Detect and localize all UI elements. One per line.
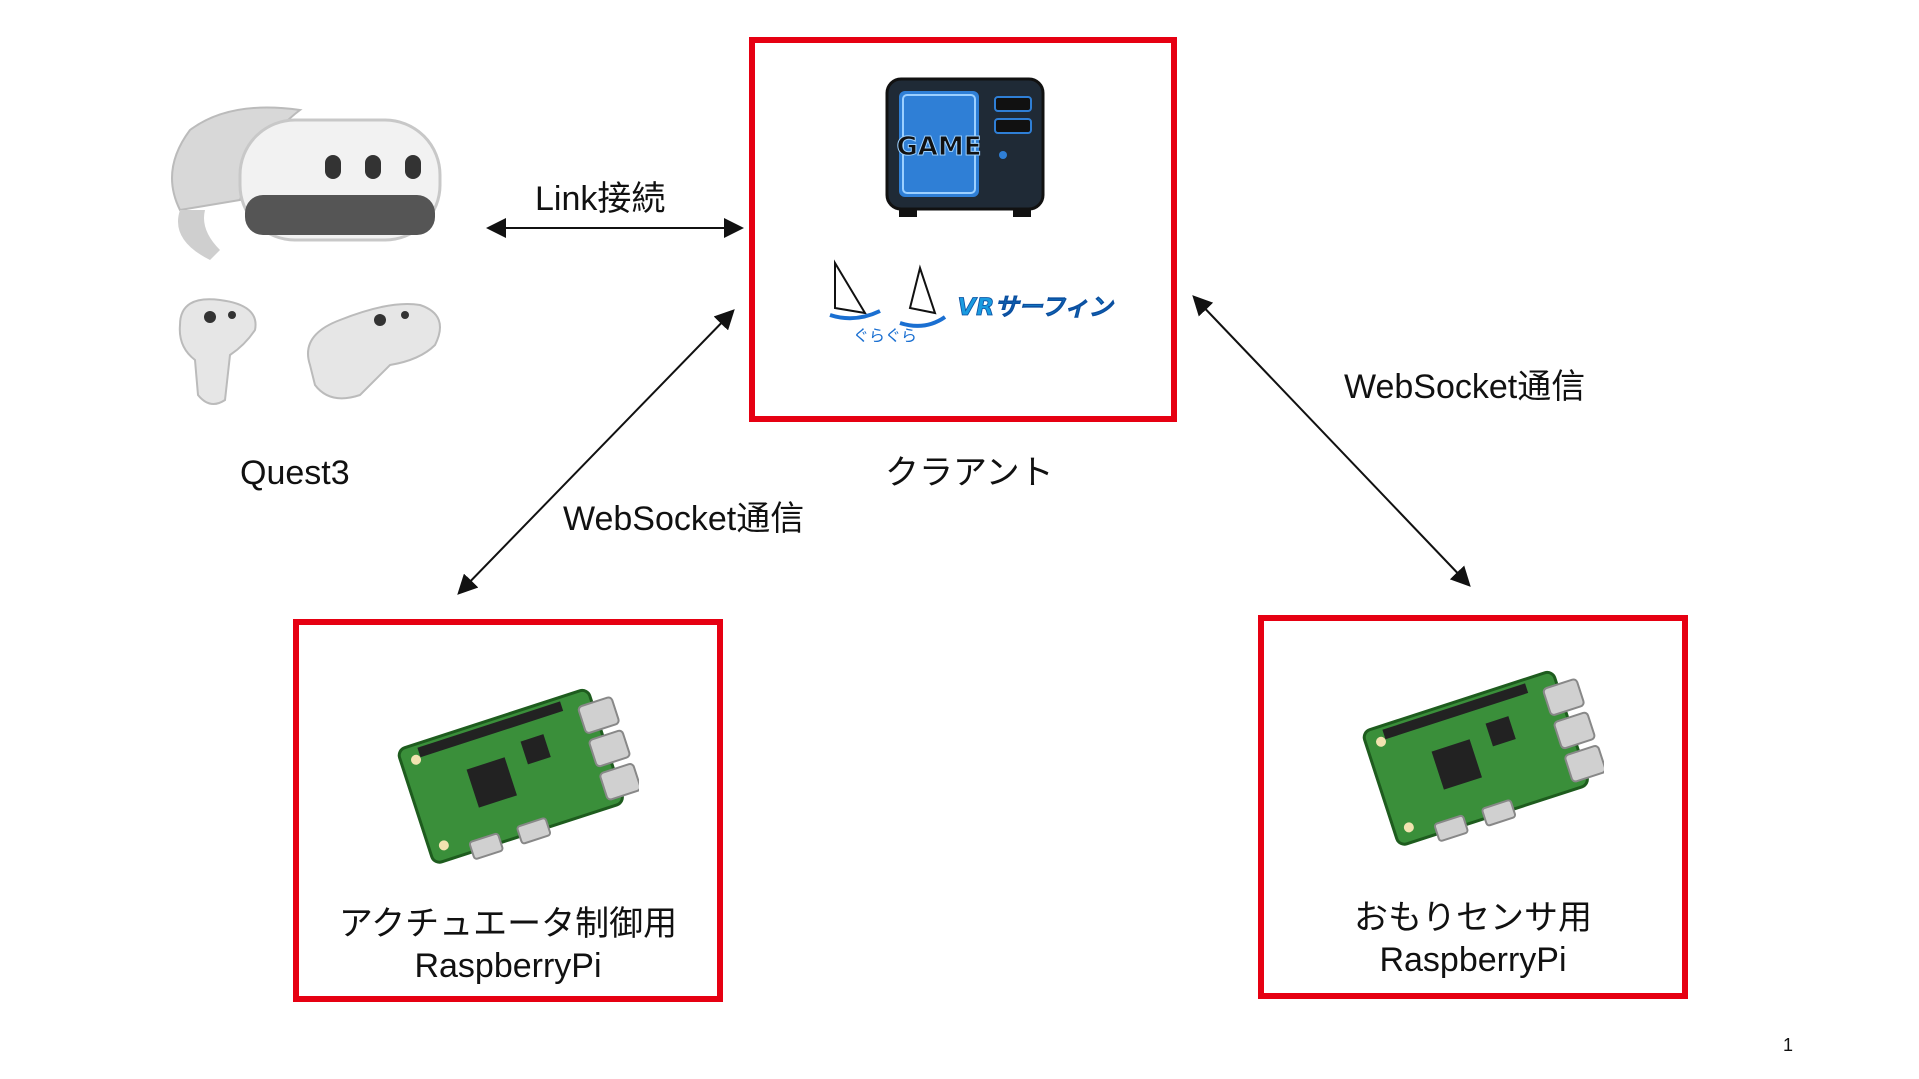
game-pc-icon: GAME xyxy=(885,77,1045,217)
link-connection-label: Link接続 xyxy=(535,180,666,218)
actuator-pi-line1: アクチュエータ制御用 xyxy=(338,905,678,943)
raspberry-pi-icon xyxy=(397,688,639,864)
actuator-pi-line2: RaspberryPi xyxy=(414,947,602,985)
surfing-logo-icon: ぐらぐら VRサーフィン xyxy=(829,259,1115,343)
sensor-pi-line2: RaspberryPi xyxy=(1379,941,1567,979)
vr-controllers-icon xyxy=(178,298,441,405)
client-label: クラアント xyxy=(885,454,1054,492)
game-text: GAME xyxy=(896,132,981,162)
quest3-node: Quest3 xyxy=(150,100,470,500)
client-box: GAME ぐらぐら VRサーフィン xyxy=(749,37,1177,422)
ws-left-label: WebSocket通信 xyxy=(563,500,805,538)
ws-left-arrow xyxy=(457,309,735,595)
raspberry-pi-icon xyxy=(1362,670,1604,846)
quest3-label: Quest3 xyxy=(240,454,350,492)
vr-headset-icon xyxy=(171,106,442,260)
page-number: 1 xyxy=(1783,1035,1794,1055)
vr-surfing-text: VRサーフィン xyxy=(957,293,1114,321)
actuator-pi-box: アクチュエータ制御用 RaspberryPi xyxy=(293,619,723,1002)
ws-right-arrow xyxy=(1192,295,1471,587)
ws-right-label: WebSocket通信 xyxy=(1344,368,1586,406)
logo-kana-text: ぐらぐら xyxy=(853,326,917,343)
sensor-pi-line1: おもりセンサ用 xyxy=(1354,899,1592,937)
sensor-pi-box: おもりセンサ用 RaspberryPi xyxy=(1258,615,1688,999)
